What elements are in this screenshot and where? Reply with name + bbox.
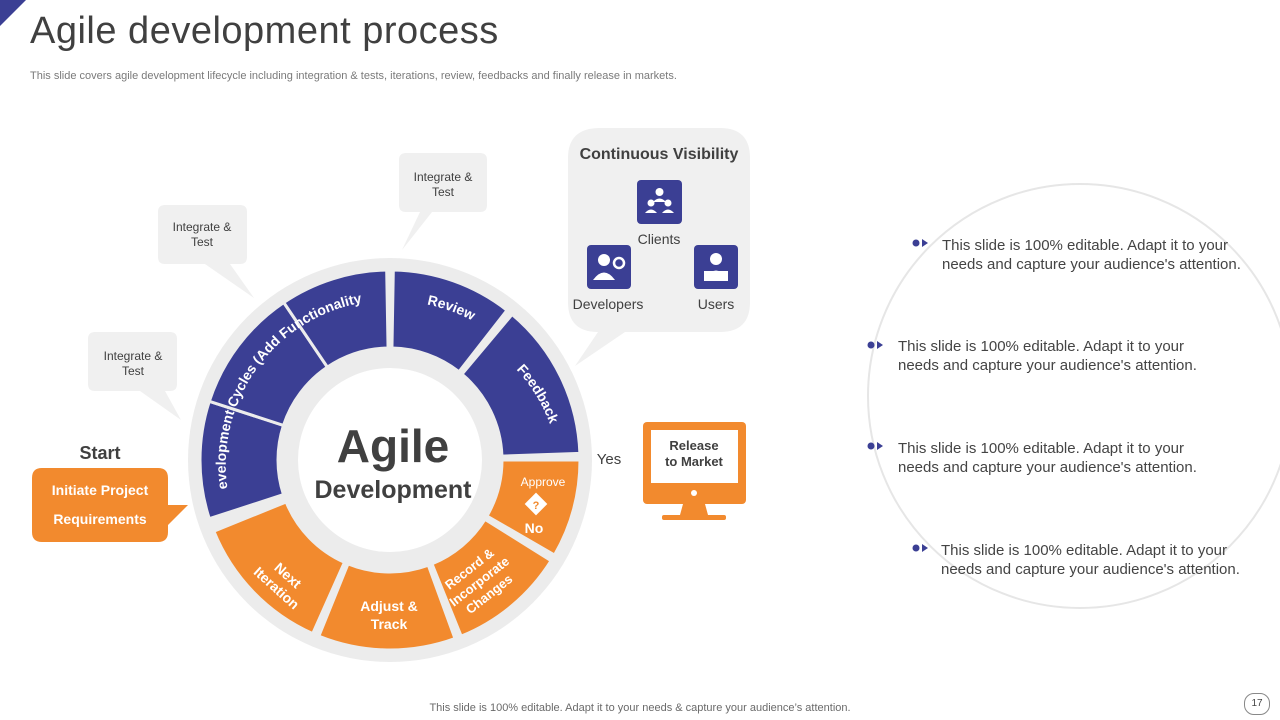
developers-label: Developers bbox=[573, 296, 644, 312]
bullet-item: This slide is 100% editable. Adapt it to… bbox=[898, 338, 1197, 374]
callout-integrate-test-top: Integrate & Test bbox=[399, 153, 487, 250]
monitor-icon: Release to Market bbox=[643, 422, 746, 520]
segment-label-track: Track bbox=[371, 616, 408, 632]
svg-text:Test: Test bbox=[432, 185, 455, 199]
corner-accent bbox=[0, 0, 26, 26]
developers-icon bbox=[587, 245, 631, 289]
svg-text:Integrate &: Integrate & bbox=[414, 170, 473, 184]
svg-text:Initiate Project: Initiate Project bbox=[52, 482, 149, 498]
segment-label-approve: Approve bbox=[521, 475, 566, 489]
segment-dev-cycles-upper bbox=[281, 268, 390, 370]
start-box: Initiate Project Requirements bbox=[32, 468, 188, 542]
footer-text: This slide is 100% editable. Adapt it to… bbox=[429, 702, 851, 714]
clients-icon bbox=[637, 180, 682, 224]
bullet-icon bbox=[912, 544, 928, 552]
svg-text:Test: Test bbox=[122, 364, 145, 378]
svg-text:Requirements: Requirements bbox=[53, 511, 147, 527]
svg-text:?: ? bbox=[533, 500, 540, 512]
visibility-panel: Continuous Visibility Clients Developers… bbox=[568, 128, 750, 366]
to-market-label: to Market bbox=[665, 454, 723, 469]
segment-label-adjust: Adjust & bbox=[360, 598, 418, 614]
release-label: Release bbox=[669, 438, 718, 453]
svg-text:Integrate &: Integrate & bbox=[104, 349, 163, 363]
center-subtitle: Development bbox=[315, 476, 473, 504]
svg-text:Test: Test bbox=[191, 235, 214, 249]
page-subtitle: This slide covers agile development life… bbox=[30, 70, 677, 82]
yes-label: Yes bbox=[597, 451, 621, 468]
users-label: Users bbox=[698, 296, 735, 312]
users-icon bbox=[694, 245, 738, 289]
clients-label: Clients bbox=[638, 231, 681, 247]
visibility-title: Continuous Visibility bbox=[580, 146, 739, 163]
segment-label-no: No bbox=[525, 520, 544, 536]
page-number: 17 bbox=[1244, 693, 1270, 715]
bullet-item: This slide is 100% editable. Adapt it to… bbox=[942, 237, 1241, 273]
bullet-item: This slide is 100% editable. Adapt it to… bbox=[941, 542, 1240, 578]
bullet-item: This slide is 100% editable. Adapt it to… bbox=[898, 440, 1197, 476]
question-diamond-icon: ? bbox=[524, 492, 548, 516]
center-title: Agile bbox=[337, 420, 449, 472]
svg-text:Integrate &: Integrate & bbox=[173, 220, 232, 234]
bullet-icon bbox=[867, 341, 883, 349]
bullet-icon bbox=[867, 442, 883, 450]
start-label: Start bbox=[79, 443, 120, 463]
wheel-segments bbox=[198, 268, 582, 652]
wheel-center bbox=[298, 368, 482, 552]
bullet-icon bbox=[912, 239, 928, 247]
decorative-circle bbox=[867, 183, 1280, 609]
callout-integrate-test-bottom: Integrate & Test bbox=[88, 332, 181, 420]
page-title: Agile development process bbox=[30, 10, 499, 52]
callout-integrate-test-middle: Integrate & Test bbox=[158, 205, 254, 298]
